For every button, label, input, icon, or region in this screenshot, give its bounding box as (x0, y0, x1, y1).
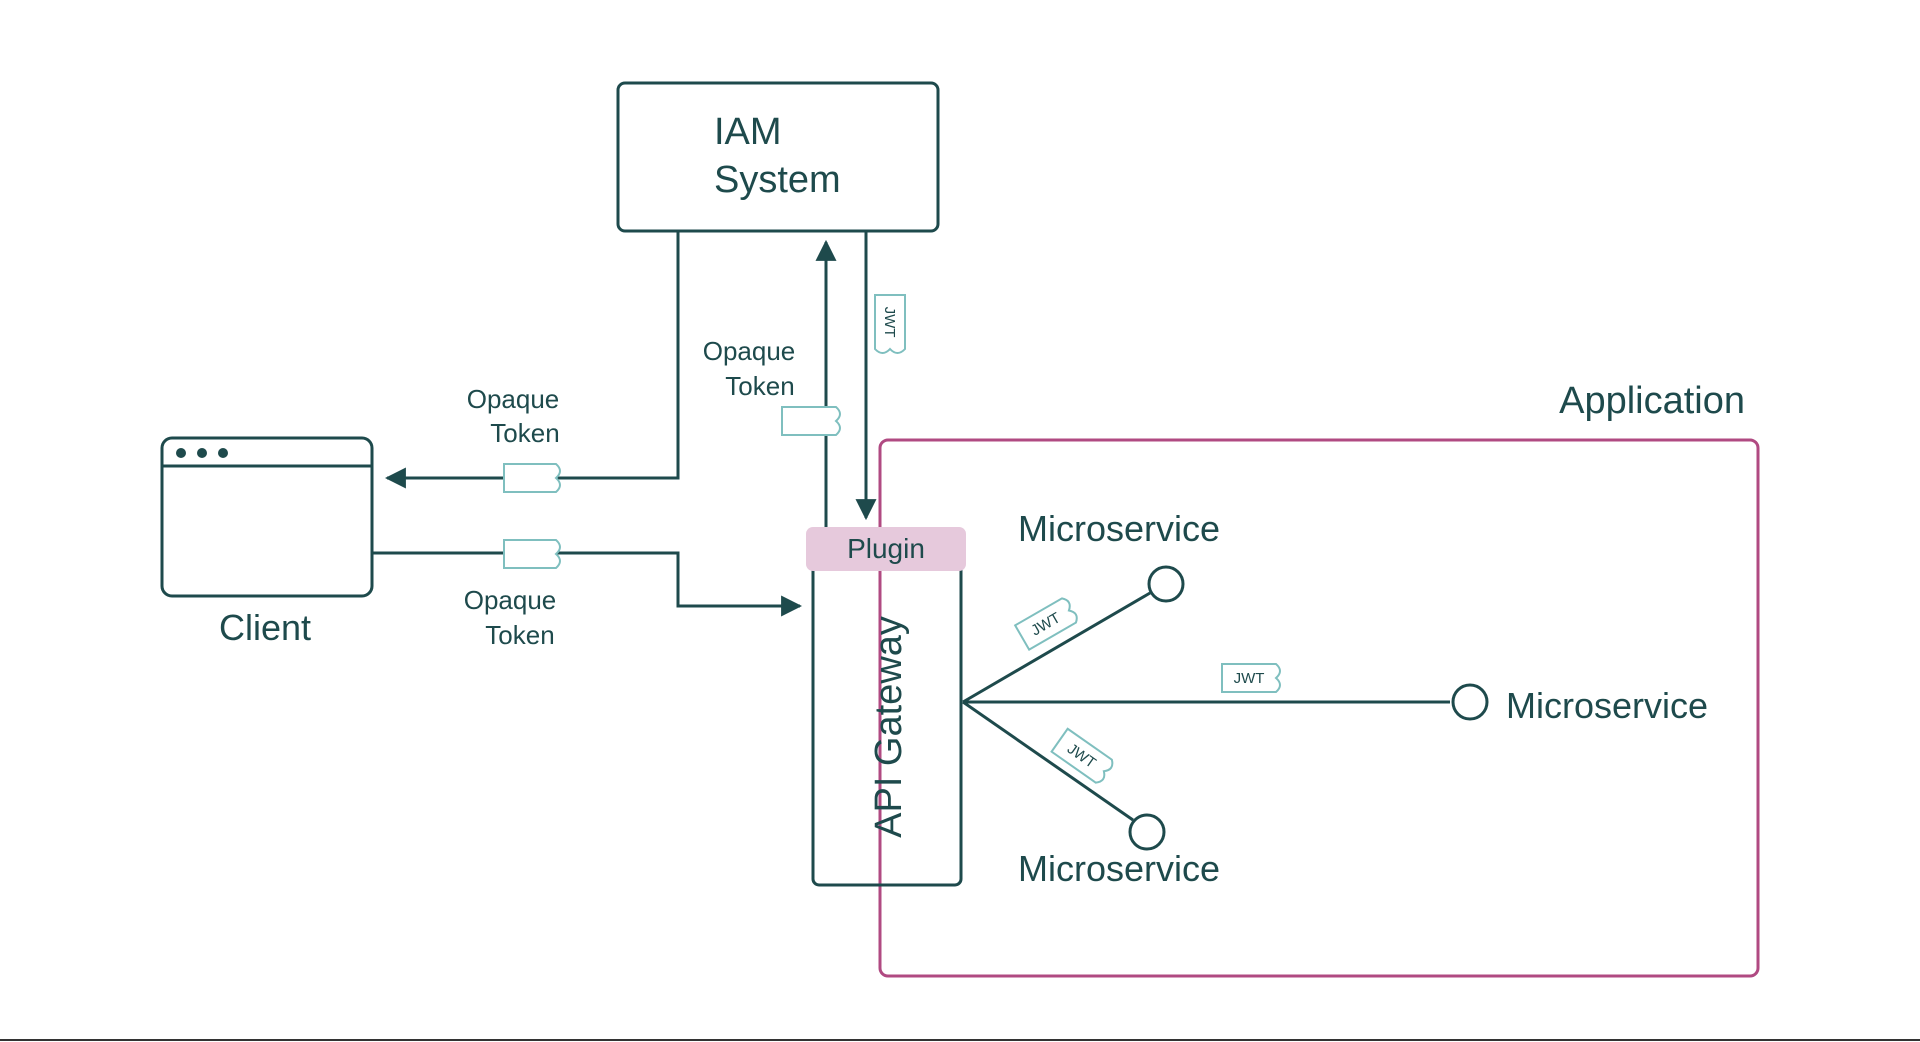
api-gateway-label: API Gateway (868, 616, 910, 838)
microservice-bottom-label: Microservice (1018, 848, 1220, 889)
microservice-top-node (1147, 565, 1185, 603)
ticket-icon (781, 406, 841, 436)
microservice-right-label: Microservice (1506, 685, 1708, 726)
microservice-right-node (1451, 683, 1489, 721)
jwt-ticket-right: JWT (1221, 663, 1281, 693)
client-label: Client (219, 607, 311, 648)
jwt-ticket-bottom: JWT (1050, 727, 1114, 784)
plugin-label: Plugin (847, 533, 925, 564)
ticket-icon (503, 539, 561, 569)
jwt-label: JWT (881, 307, 898, 338)
edge-label-opaque-3b: Token (725, 371, 794, 401)
gateway-to-microservice-bottom-edge (962, 700, 1134, 822)
edge-label-opaque-1b: Token (490, 418, 559, 448)
client: Client (160, 436, 374, 648)
gateway-to-microservice-top-edge (962, 591, 1151, 704)
edge-label-opaque-2a: Opaque (464, 585, 557, 615)
jwt-ticket-vertical: JWT (874, 294, 906, 354)
edge-label-opaque-1a: Opaque (467, 384, 560, 414)
iam-system-label-line1: IAM (714, 111, 782, 153)
application-boundary (878, 438, 1760, 978)
ticket-icon (503, 463, 561, 493)
api-gateway: API Gateway (811, 551, 963, 887)
edge-label-opaque-2b: Token (485, 620, 554, 650)
edge-label-opaque-3a: Opaque (703, 336, 796, 366)
application-label: Application (1559, 380, 1745, 422)
iam-to-client-edge (384, 231, 680, 489)
client-to-gateway-edge (372, 551, 803, 617)
jwt-label: JWT (1234, 670, 1265, 687)
browser-window-icon (160, 436, 374, 598)
jwt-ticket-top: JWT (1013, 597, 1078, 651)
iam-system-label-line2: System (714, 159, 841, 201)
microservice-top-label: Microservice (1018, 508, 1220, 549)
plugin: Plugin (806, 527, 966, 571)
iam-system: IAM System (616, 81, 940, 233)
microservice-bottom-node (1128, 813, 1166, 851)
